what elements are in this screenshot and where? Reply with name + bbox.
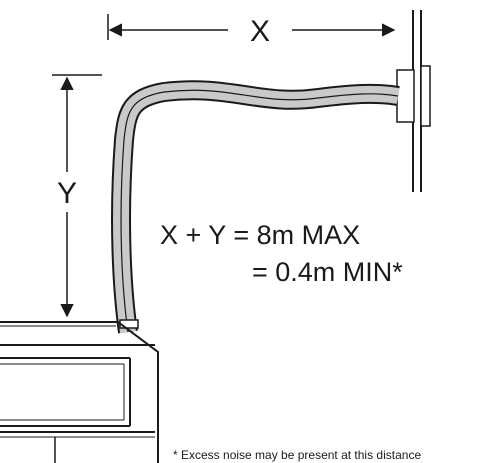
appliance-unit: [0, 319, 159, 463]
formula-min: = 0.4m MIN*: [252, 257, 403, 287]
footnote: * Excess noise may be present at this di…: [173, 448, 421, 462]
x-dimension-label: X: [250, 15, 270, 48]
x-dimension: X: [107, 14, 396, 48]
formula-max: X + Y = 8m MAX: [160, 220, 360, 250]
y-dimension: Y: [52, 74, 102, 318]
wall: [396, 10, 431, 192]
y-dimension-label: Y: [57, 177, 77, 210]
flexible-duct: [111, 80, 400, 334]
